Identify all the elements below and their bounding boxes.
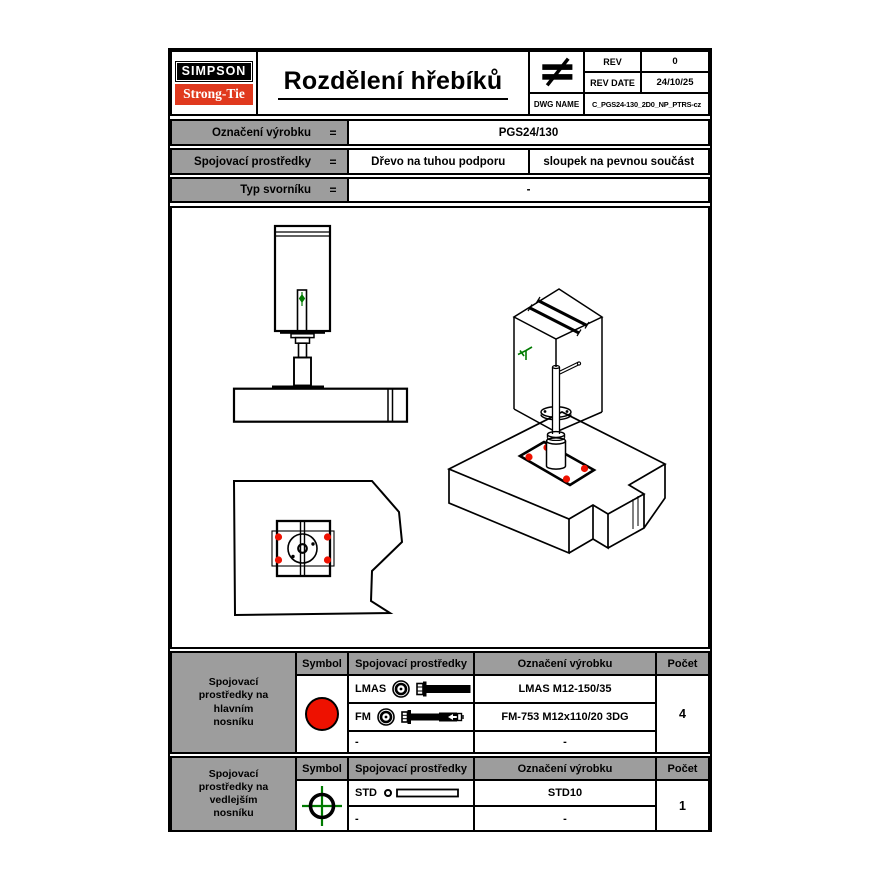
bolt-hole-circle [297,543,308,554]
main-fastener-dots [274,533,332,564]
rev-value: 0 [642,52,708,71]
fasteners-label: Spojovací prostředky [194,155,311,168]
post-box-top [512,288,604,340]
drawing-viewport [170,206,710,649]
main-beam-table-label: Spojovací prostředky na hlavním nosníku [172,653,295,752]
anchor-bolt-icon [401,710,464,724]
col-header-designation: Označení výrobku [475,758,655,779]
col-header-fastener: Spojovací prostředky [349,758,473,779]
fastener-row-fm: FM [349,704,473,730]
col-header-designation: Označení výrobku [475,653,655,674]
product-label-cell: Označení výrobku = [172,121,347,144]
fastener-row-lmas: LMAS [349,676,473,702]
green-marker-diamond [298,294,306,303]
designation-fm: FM-753 M12x110/20 3DG [475,704,655,730]
col-header-symbol: Symbol [297,758,347,779]
cross-pin [559,361,582,375]
secondary-beam-table-label: Spojovací prostředky na vedlejším nosník… [172,758,295,830]
fastener-row-empty: - [349,732,473,752]
top-nail-plates [527,296,590,337]
post-outline [273,224,332,333]
iso-standoff-cylinder [545,437,567,470]
equals-sign: = [329,125,337,140]
front-view [232,224,409,423]
designation-empty: - [475,732,655,752]
col-header-fastener: Spojovací prostředky [349,653,473,674]
bolt-icon [416,681,471,697]
fastener-row-empty: - [349,807,473,830]
expansion-arrow [447,714,457,720]
title-block: SIMPSON Strong-Tie Rozdělení hřebíků REV… [170,50,710,116]
not-equal-projection-icon [541,57,572,87]
secondary-beam-count: 1 [657,781,708,830]
company-logo: SIMPSON Strong-Tie [172,52,256,114]
cad-views-canvas [232,224,667,617]
bolt-type-label: Typ svorníku [240,184,311,196]
plan-view [232,480,404,617]
main-beam-symbol-cell [297,676,347,752]
fasteners-label-cell: Spojovací prostředky = [172,150,347,173]
washer-icon [392,680,410,698]
secondary-beam-symbol-cell [297,781,347,830]
base-plate-strip [272,385,324,389]
col-header-symbol: Symbol [297,653,347,674]
iso-base-plate [517,440,597,487]
timber-outline [232,480,404,617]
designation-std: STD10 [475,781,655,805]
drawing-title-cell: Rozdělení hřebíků [258,52,528,114]
info-row-bolt-type: Typ svorníku = - [170,177,710,203]
fasteners-value-right: sloupek na pevnou součást [529,150,708,173]
slab-thickness-edges [448,464,666,555]
rev-label: REV [585,52,640,71]
nut [294,336,311,344]
drawing-sheet-frame: SIMPSON Strong-Tie Rozdělení hřebíků REV… [168,48,712,832]
rev-date-label: REV DATE [585,73,640,92]
logo-simpson-text: SIMPSON [175,61,253,82]
main-beam-count: 4 [657,676,708,752]
equals-sign: = [329,183,337,197]
red-filled-circle-icon [305,697,339,731]
designation-lmas: LMAS M12-150/35 [475,676,655,702]
logo-strongtie-text: Strong-Tie [175,84,253,105]
info-row-product: Označení výrobku = PGS24/130 [170,119,710,146]
beam-outline [232,387,409,423]
bolt-type-value: - [349,179,708,201]
col-header-count: Počet [657,653,708,674]
rev-date-value: 24/10/25 [642,73,708,92]
dwg-name-value: C_PGS24-130_2D0_NP_PTRS-cz [585,94,708,114]
fasteners-value-left: Dřevo na tuhou podporu [349,150,528,173]
main-beam-fastener-table: Spojovací prostředky na hlavním nosníku … [170,651,710,754]
post-base-flange [280,331,325,334]
info-row-fasteners: Spojovací prostředky = Dřevo na tuhou po… [170,148,710,175]
dowel-rod-icon [384,788,459,798]
green-axis-marker [517,346,533,360]
designation-empty: - [475,807,655,830]
standoff-circle [287,533,318,564]
washer-icon [377,708,395,726]
flange-outline [271,530,335,567]
product-label: Označení výrobku [211,126,311,139]
product-value: PGS24/130 [349,121,708,144]
green-crosshair-circle-icon [302,785,342,826]
bolt-type-label-cell: Typ svorníku = [172,179,347,201]
threaded-rod [551,364,561,434]
fastener-row-std: STD [349,781,473,805]
projection-symbol-cell [530,52,583,92]
col-header-count: Počet [657,758,708,779]
standoff-cylinder [293,356,312,387]
dwg-name-label: DWG NAME [530,94,583,114]
secondary-beam-fastener-table: Spojovací prostředky na vedlejším nosník… [170,756,710,832]
equals-sign: = [329,154,337,169]
threaded-stem [297,342,308,359]
isometric-view [446,288,667,555]
base-plate-outline [275,519,332,578]
page-title: Rozdělení hřebíků [277,67,509,100]
